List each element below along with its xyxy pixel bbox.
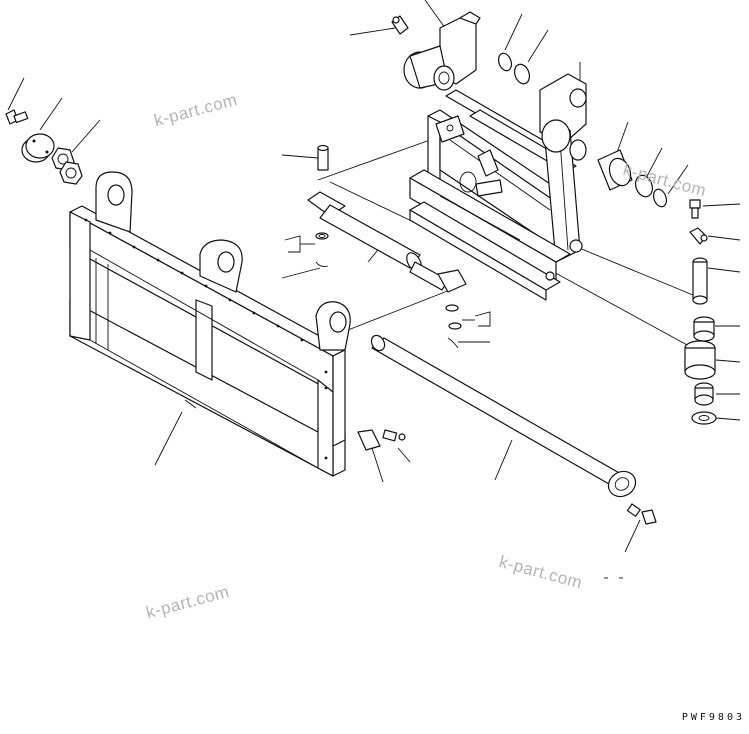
upper-bracket-assembly	[391, 11, 668, 301]
gasket-plates	[51, 147, 83, 185]
guide-shaft	[370, 334, 657, 525]
leader-lines	[7, 0, 741, 579]
fork-carriage-frame	[69, 171, 351, 477]
drawing-code: PWF9803	[681, 712, 745, 723]
frame-grease-fitting	[357, 429, 406, 451]
side-shift-cylinder	[307, 144, 467, 349]
right-small-parts	[684, 199, 717, 425]
cover-bolt	[5, 109, 29, 125]
cover-plate	[21, 133, 55, 163]
